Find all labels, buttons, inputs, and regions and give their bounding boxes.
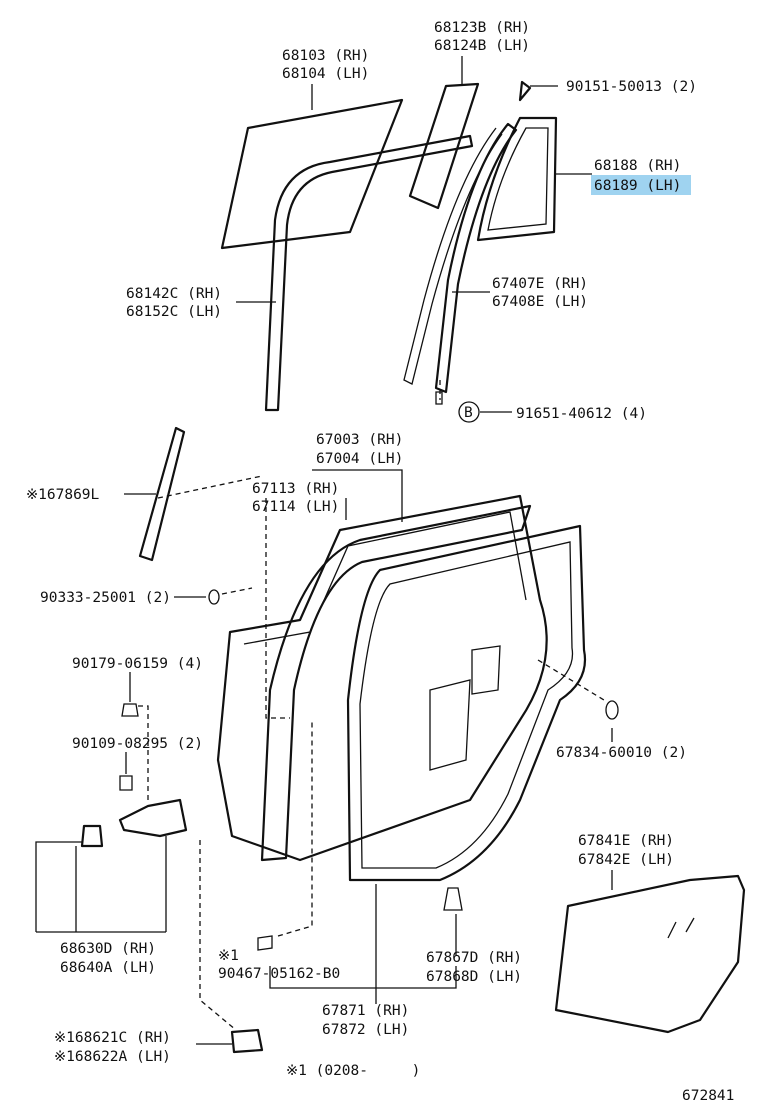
hole-plug-icon	[605, 700, 619, 720]
division-bar-inner	[403, 127, 503, 385]
quarter-glass	[408, 82, 480, 210]
label-68188: 68188 (RH)	[594, 158, 681, 174]
bolt-icon	[119, 775, 133, 791]
label-68142c: 68142C (RH)	[126, 286, 222, 302]
reference-marker-b	[458, 401, 480, 423]
label-68103: 68103 (RH)	[282, 48, 369, 64]
reference-line	[537, 659, 605, 701]
quarter-window-frame-inner	[487, 127, 549, 231]
label-68104: 68104 (LH)	[282, 66, 369, 82]
label-68189: 68189 (LH)	[594, 178, 681, 194]
service-hole-2	[471, 645, 501, 695]
service-hole	[429, 679, 471, 771]
belt-moulding	[138, 426, 186, 562]
label-67842e: 67842E (LH)	[578, 852, 674, 868]
label-67872: 67872 (LH)	[322, 1022, 409, 1038]
bolt-icon	[121, 703, 139, 717]
reference-marker-b-label: B	[464, 405, 473, 421]
reference-line	[221, 587, 253, 595]
label-68630d: 68630D (RH)	[60, 941, 156, 957]
label-90333: 90333-25001 (2)	[40, 590, 171, 606]
door-hinge	[80, 824, 104, 848]
clip-icon	[208, 589, 220, 605]
label-67003: 67003 (RH)	[316, 432, 403, 448]
label-167869l: ※167869L	[26, 487, 100, 503]
label-90467: 90467-05162-B0	[218, 966, 340, 982]
label-67408e: 67408E (LH)	[492, 294, 588, 310]
label-168622a: ※168622A (LH)	[54, 1049, 171, 1065]
door-trim-board	[554, 874, 746, 1034]
leader-line	[269, 966, 457, 989]
reference-line	[138, 705, 149, 800]
reference-line	[199, 840, 237, 1031]
label-68124b: 68124B (LH)	[434, 38, 530, 54]
label-68640a: 68640A (LH)	[60, 960, 156, 976]
footnote: ※1 (0208- )	[286, 1063, 420, 1079]
label-67871: 67871 (RH)	[322, 1003, 409, 1019]
label-90151: 90151-50013 (2)	[566, 79, 697, 95]
label-90179: 90179-06159 (4)	[72, 656, 203, 672]
label-67407e: 67407E (RH)	[492, 276, 588, 292]
bolt-icon	[435, 391, 443, 405]
reference-line	[277, 720, 313, 937]
glass-run-channel	[264, 134, 474, 412]
label-168621c: ※168621C (RH)	[54, 1030, 171, 1046]
door-check	[230, 1028, 264, 1054]
quarter-window-frame	[476, 116, 558, 242]
bolt-icon	[257, 935, 273, 951]
label-67113: 67113 (RH)	[252, 481, 339, 497]
door-weatherstrip	[346, 524, 587, 882]
door-panel	[216, 494, 548, 862]
door-weatherstrip-inner	[359, 541, 574, 869]
reference-line	[157, 475, 263, 499]
label-68152c: 68152C (LH)	[126, 304, 222, 320]
door-frame	[260, 504, 532, 862]
label-90109: 90109-08295 (2)	[72, 736, 203, 752]
door-hinge-2	[118, 798, 188, 838]
label-67868d: 67868D (LH)	[426, 969, 522, 985]
screw-icon	[518, 80, 532, 102]
label-note1-mark: ※1	[218, 948, 239, 964]
weatherstrip-clip-icon	[443, 887, 463, 911]
label-67004: 67004 (LH)	[316, 451, 403, 467]
door-panel-inner-edge	[243, 511, 527, 645]
reference-line	[265, 498, 290, 719]
label-68123b: 68123B (RH)	[434, 20, 530, 36]
door-glass	[220, 98, 404, 250]
arrow-icon	[667, 917, 695, 939]
leader-line	[35, 841, 82, 932]
label-67841e: 67841E (RH)	[578, 833, 674, 849]
label-67114: 67114 (LH)	[252, 499, 339, 515]
label-67867d: 67867D (RH)	[426, 950, 522, 966]
label-67834: 67834-60010 (2)	[556, 745, 687, 761]
diagram-id: 672841	[682, 1088, 734, 1104]
selected-part-highlight	[591, 175, 691, 195]
leader-line	[312, 469, 403, 522]
label-91651: 91651-40612 (4)	[516, 406, 647, 422]
